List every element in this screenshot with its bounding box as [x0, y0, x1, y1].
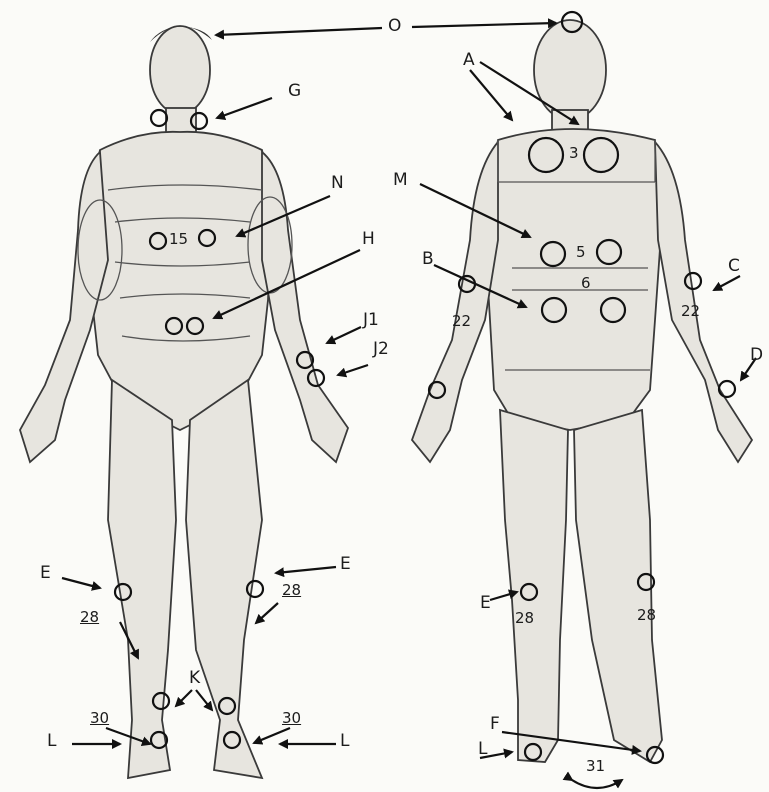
arrow-E-front-right: [276, 567, 336, 573]
arrow-30-right: [254, 728, 290, 743]
num-28-front-left: 28: [80, 610, 99, 625]
label-E-front-right: E: [340, 556, 351, 573]
arrow-O-right: [412, 23, 556, 27]
arrow-J2: [338, 365, 368, 375]
label-N: N: [331, 175, 344, 192]
label-E-front-left: E: [40, 565, 51, 582]
num-30-right: 30: [282, 711, 301, 726]
back-arm-left: [412, 142, 498, 462]
back-leg-right: [574, 410, 662, 762]
label-J1: J1: [363, 312, 379, 329]
num-28-front-right: 28: [282, 583, 301, 598]
arrow-J1: [327, 327, 361, 343]
arrow-28-front-right: [256, 603, 278, 623]
label-C: C: [728, 258, 740, 275]
arrow-G: [217, 98, 272, 118]
label-E-back: E: [480, 595, 491, 612]
label-A: A: [463, 52, 475, 69]
front-leg-right: [186, 380, 262, 778]
label-L-back: L: [478, 741, 487, 758]
label-L-right: L: [340, 733, 349, 750]
label-B: B: [422, 251, 434, 268]
num-15: 15: [169, 232, 188, 247]
point-D: [719, 381, 735, 397]
num-5: 5: [576, 245, 586, 260]
label-H: H: [362, 231, 375, 248]
num-28-back-left: 28: [515, 611, 534, 626]
front-leg-left: [108, 380, 176, 778]
num-22-right: 22: [681, 304, 700, 319]
arrow-31: [572, 780, 622, 788]
num-30-left: 30: [90, 711, 109, 726]
back-torso: [484, 129, 662, 430]
num-3: 3: [569, 146, 579, 161]
label-O: O: [388, 18, 401, 35]
arrow-O-left: [216, 28, 382, 35]
label-F: F: [490, 716, 500, 733]
label-J2: J2: [373, 341, 389, 358]
arrow-K-right: [196, 690, 212, 710]
arrow-E-front-left: [62, 578, 100, 588]
back-arm-right: [655, 142, 752, 462]
label-M: M: [393, 172, 408, 189]
label-G: G: [288, 83, 301, 100]
num-6: 6: [581, 276, 591, 291]
label-L-left: L: [47, 733, 56, 750]
arrow-K-left: [176, 690, 192, 706]
num-31: 31: [586, 759, 605, 774]
label-K: K: [189, 670, 200, 687]
num-28-back-right: 28: [637, 608, 656, 623]
front-head: [150, 26, 210, 114]
back-head: [534, 20, 606, 120]
back-figure: [412, 20, 752, 762]
point-G-left: [151, 110, 167, 126]
front-arm-left: [20, 152, 108, 462]
arrow-C: [714, 276, 740, 290]
num-22-left: 22: [452, 314, 471, 329]
label-D: D: [750, 347, 763, 364]
front-figure: [20, 26, 348, 778]
